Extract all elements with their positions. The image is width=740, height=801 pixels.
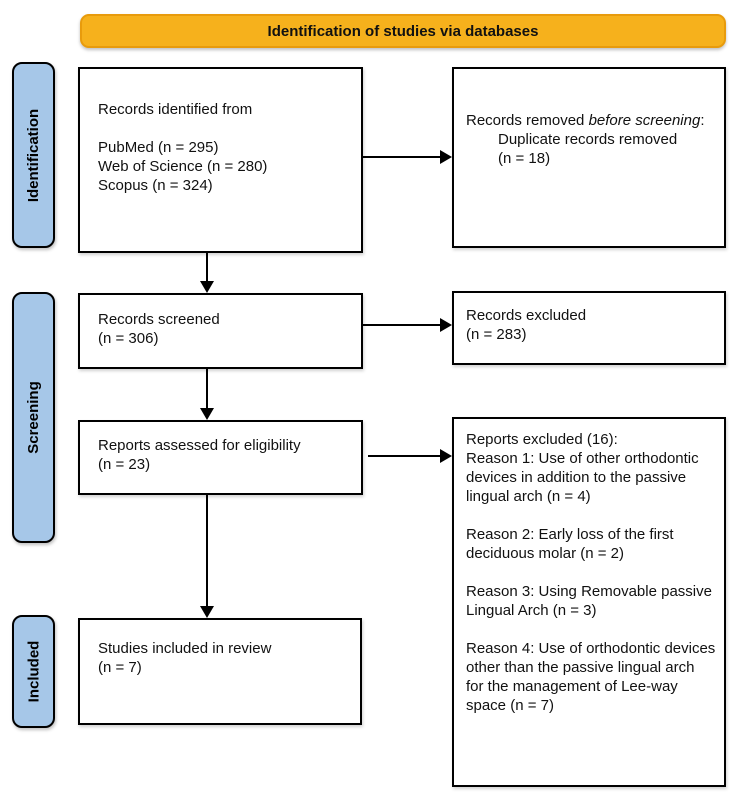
arrow-assessed-to-reports-excluded	[368, 449, 452, 463]
source-web-of-science: Web of Science (n = 280)	[98, 158, 268, 175]
source-pubmed: PubMed (n = 295)	[98, 139, 219, 156]
source-scopus: Scopus (n = 324)	[98, 177, 213, 194]
duplicate-records-line1: Duplicate records removed	[498, 131, 678, 148]
records-identified-title: Records identified from	[98, 101, 253, 118]
records-removed-title: Records removed before screening:	[466, 112, 705, 129]
box-reports-excluded: Reports excluded (16): Reason 1: Use of …	[452, 417, 726, 787]
spacer	[98, 119, 347, 138]
reports-excluded-reason-2: Reason 2: Early loss of the first decidu…	[466, 526, 674, 562]
records-removed-italic: before screening	[588, 112, 701, 129]
box-reports-assessed: Reports assessed for eligibility (n = 23…	[78, 420, 363, 495]
reports-assessed-line1: Reports assessed for eligibility	[98, 437, 301, 454]
box-records-excluded: Records excluded (n = 283)	[452, 291, 726, 365]
banner-label: Identification of studies via databases	[267, 22, 539, 40]
reports-excluded-reason-3: Reason 3: Using Removable passive Lingua…	[466, 583, 712, 619]
phase-label-screening-text: Screening	[25, 381, 42, 454]
records-screened-line1: Records screened	[98, 311, 220, 328]
phase-label-identification: Identification	[12, 62, 55, 248]
arrow-screened-to-assessed	[200, 369, 214, 420]
reports-excluded-reason-1: Reason 1: Use of other orthodontic devic…	[466, 450, 699, 505]
duplicate-records-line2: (n = 18)	[498, 150, 551, 167]
box-records-screened: Records screened (n = 306)	[78, 293, 363, 369]
records-screened-line2: (n = 306)	[98, 330, 159, 347]
arrow-identified-to-removed	[363, 150, 452, 164]
arrow-assessed-to-included	[200, 495, 214, 618]
records-excluded-line1: Records excluded	[466, 307, 587, 324]
phase-label-screening: Screening	[12, 292, 55, 543]
reports-excluded-title: Reports excluded (16):	[466, 431, 618, 448]
studies-included-line1: Studies included in review	[98, 640, 272, 657]
box-records-identified: Records identified from PubMed (n = 295)…	[78, 67, 363, 253]
phase-label-included-text: Included	[25, 640, 43, 703]
phase-label-included: Included	[12, 615, 55, 728]
studies-included-line2: (n = 7)	[98, 659, 142, 676]
arrow-identified-to-screened	[200, 253, 214, 293]
reports-assessed-line2: (n = 23)	[98, 456, 151, 473]
banner-identification-of-studies: Identification of studies via databases	[80, 14, 726, 48]
arrow-screened-to-excluded	[363, 318, 452, 332]
phase-label-identification-text: Identification	[25, 108, 42, 202]
reports-excluded-reason-4: Reason 4: Use of orthodontic devices oth…	[466, 640, 716, 714]
box-studies-included: Studies included in review (n = 7)	[78, 618, 362, 725]
records-excluded-line2: (n = 283)	[466, 326, 527, 343]
box-records-removed-before-screening: Records removed before screening: Duplic…	[452, 67, 726, 248]
